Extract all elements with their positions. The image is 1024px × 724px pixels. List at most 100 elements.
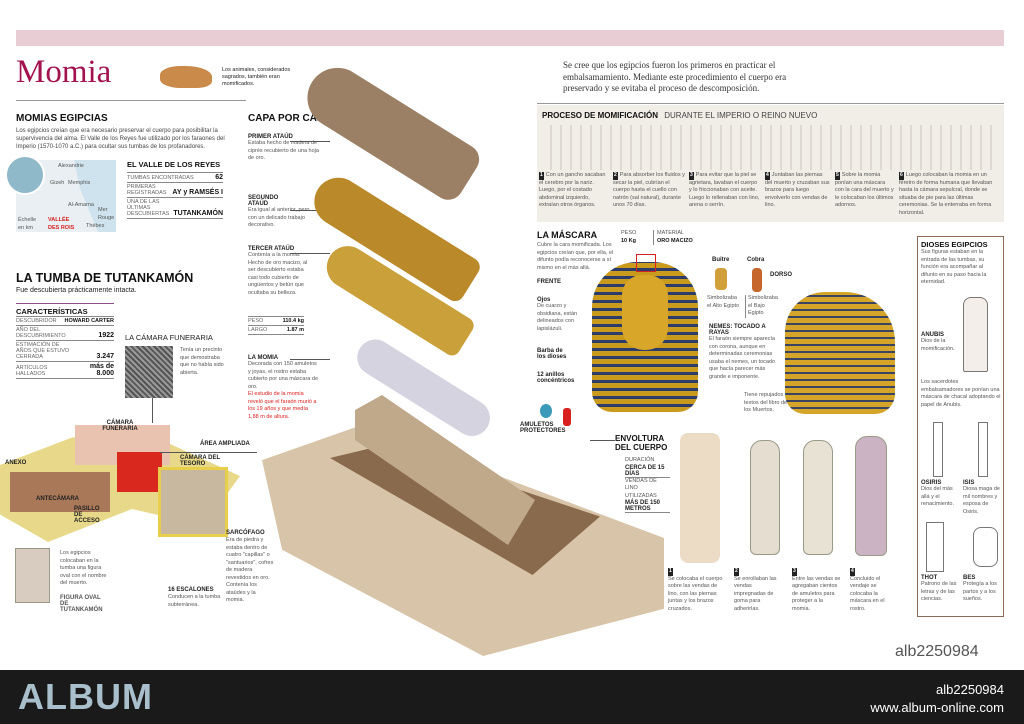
tumba-rows-1-value: 1922 [98, 332, 114, 339]
frente-label: FRENTE [537, 279, 561, 285]
area-ampliada-label: ÁREA AMPLIADA [200, 441, 250, 447]
envoltura-vendas: MÁS DE 150 METROS [625, 500, 670, 513]
dioses-sacerdotes: Los sacerdotes embalsamadores se ponían … [921, 379, 1001, 408]
mascara-buitre_text: Simbolizaba el Alto Egipto [707, 295, 740, 309]
mascara-ojos_text: De cuarzo y obsidiana, están delineados … [537, 303, 578, 332]
mascara-material_label: MATERIAL [657, 230, 685, 236]
envoltura-title: ENVOLTURA DEL CUERPO [615, 434, 668, 452]
mascara-anillos: 12 anillos concéntricos [537, 372, 575, 384]
wrapping-amulets-figure [803, 440, 833, 555]
capa-peso_label: PESO [248, 318, 264, 324]
proceso-title: PROCESO DE MOMIFICACIÓN [542, 111, 659, 120]
tumba-plan_labels-0: CÁMARA FUNERARIA [102, 420, 138, 432]
proceso-steps-5-text: Luego colocaban la momia en un féretro d… [899, 172, 993, 216]
image-id-mark: alb2250984 [895, 643, 979, 660]
tumba-car_title: CARACTERÍSTICAS [16, 303, 114, 317]
tomb-plan-illustration: CÁMARA FUNERARIA ANEXO ANTECÁMARA PASILL… [0, 412, 245, 562]
momias-map_labels-5: Thèbes [86, 223, 105, 229]
momias-map_labels-1: Gizeh [50, 180, 65, 186]
decoration [160, 452, 257, 453]
decoration: DURACIÓN CERCA DE 15 DÍAS VENDAS DE LINO… [625, 457, 670, 513]
decoration [290, 141, 330, 142]
momias-title: MOMIAS EGIPCIAS [16, 113, 108, 124]
dioses-gods-2-text: Patrono de las letras y de las ciencias. [921, 581, 957, 602]
decoration [563, 408, 571, 426]
mascara-peso_label: PESO [621, 230, 637, 236]
capa-momia_red: El estudio de la momia reveló que el far… [248, 391, 317, 420]
tumba-rows-3-value: más de 8.000 [89, 363, 114, 377]
mascara-dorso: DORSO [770, 272, 793, 278]
mascara-title: LA MÁSCARA [537, 230, 598, 240]
dioses-gods-0-name: OSIRIS [921, 480, 942, 486]
dioses-title: DIOSES EGIPCIOS [921, 240, 988, 249]
dioses-gods-1-text: Diosa maga de mil nombres y esposa de Os… [963, 486, 1000, 515]
proceso-steps-4-n: 5 [835, 172, 840, 180]
capa-items-0-title: PRIMER ATAÚD [248, 134, 293, 140]
amulet-icons [540, 404, 552, 418]
capa-largo_label: LARGO [248, 327, 268, 333]
momias-valle-rows-1-value: AY y RAMSÉS I [172, 189, 223, 196]
decoration [290, 359, 330, 360]
envoltura-steps-2-text: Entre las vendas se agregaban cientos de… [792, 575, 841, 612]
momias-text: Los egipcios creían que era necesario pr… [16, 128, 225, 150]
capa-items-2-text: Contenía a la momia. Hecho de oro macizo… [248, 252, 308, 296]
capa-momia_title: LA MOMIA [248, 355, 279, 361]
momias-map_labels-3: Al-Amarna [68, 202, 94, 208]
capa-items-1-text: Era igual al anterior, pero con un delic… [248, 207, 310, 228]
decoration [537, 103, 1004, 104]
tumba-subtitle: Fue descubierta prácticamente intacta. [16, 287, 137, 294]
momias-map_labels-2: Memphis [68, 180, 91, 186]
mascara-nemes_text: El faraón siempre aparecía con corona, a… [709, 336, 776, 380]
cat-caption: Los animales, considerados sagrados, tam… [222, 67, 291, 87]
footer-bar: ALBUM alb2250984 www.album-online.com [0, 670, 1024, 724]
uraeus-highlight [636, 254, 656, 272]
envoltura-steps-0-n: 1 [668, 568, 673, 576]
envoltura-vendas_label: VENDAS DE LINO UTILIZADAS [625, 477, 657, 499]
decoration [590, 440, 615, 441]
tumba-rows-0-label: DESCUBRIDOR [16, 318, 57, 324]
oval-label: FIGURA OVAL DE TUTANKAMÓN [60, 595, 103, 613]
tumba-plan_labels-4: CÁMARA DEL TESORO [180, 455, 220, 467]
thot-figure [926, 522, 944, 572]
dioses-anubis-text: Dios de la momificación. [921, 338, 955, 352]
envoltura-dur: CERCA DE 15 DÍAS [625, 465, 670, 478]
osiris-figure [933, 422, 943, 477]
vulture-icon [715, 268, 727, 290]
wrapping-mask-figure [855, 436, 887, 556]
proceso-steps-3-text: Juntaban las piernas del muerto y cruzab… [765, 172, 830, 208]
envoltura-steps-0-text: Se colocaba el cuerpo sobre las vendas d… [668, 575, 723, 612]
footer-url[interactable]: www.album-online.com [870, 700, 1004, 715]
proceso-steps-0-n: 1 [539, 172, 544, 180]
momias-valle-rows-0-label: TUMBAS ENCONTRADAS [127, 175, 194, 181]
tumba-plan_labels-2: ANTECÁMARA [36, 496, 79, 502]
proceso-illustrations [542, 125, 997, 170]
album-logo[interactable]: ALBUM [18, 676, 153, 717]
momias-valle-rows-2-label: UNA DE LAS ÚLTIMAS DESCUBIERTAS [127, 199, 170, 217]
mascara-cobra_text: Simbolizaba el Bajo Egipto [745, 295, 779, 318]
mascara-buitre: Buitre [712, 257, 730, 263]
envoltura-dur_label: DURACIÓN [625, 457, 655, 463]
tumba-rows-2-label: ESTIMACIÓN DE AÑOS QUE ESTUVO CERRADA [16, 342, 70, 360]
top-band [16, 30, 1004, 46]
intro-text: Se cree que los egipcios fueron los prim… [563, 60, 787, 93]
mascara-barba: Barba de los dioses [537, 348, 567, 360]
camara-text: Tenía un precinto que demostraba que no … [180, 347, 224, 376]
decoration: LA MOMIA Decorada con 150 amuletos y joy… [248, 355, 318, 421]
tumba-title: LA TUMBA DE TUTANKAMÓN [16, 271, 194, 285]
valle-table: EL VALLE DE LOS REYES TUMBAS ENCONTRADAS… [127, 160, 223, 219]
